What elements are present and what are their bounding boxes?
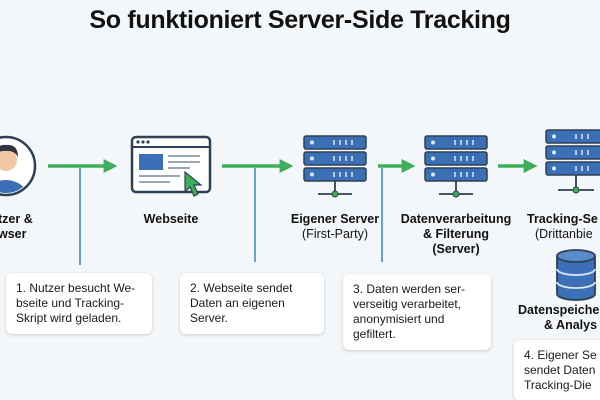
- note-card-1: 1. Nutzer besucht We- bseite und Trackin…: [6, 273, 152, 334]
- user-icon: [0, 135, 37, 197]
- connector-lines: [79, 168, 383, 265]
- browser-window-icon: [130, 135, 212, 197]
- server-icon: [424, 135, 488, 198]
- step-label-data-storage: Datenspeiche & Analys: [518, 303, 600, 332]
- server-icon: [303, 135, 367, 198]
- note-card-4: 4. Eigener Se sendet Daten Tracking-Die: [514, 340, 600, 400]
- page-title: So funktioniert Server-Side Tracking: [89, 6, 511, 34]
- note-card-2: 2. Webseite sendet Daten an eigenen Serv…: [180, 273, 324, 334]
- database-icon: [556, 249, 596, 301]
- step-label-website: Webseite: [143, 212, 199, 226]
- step-label-user: tzer & wser: [0, 212, 33, 241]
- step-label-tracking-service: Tracking-Se (Drittanbie: [527, 212, 598, 241]
- server-icon: [545, 129, 600, 194]
- step-label-own-server: Eigener Server (First-Party): [290, 212, 380, 241]
- step-label-processing: Datenverarbeitung & Filterung (Server): [400, 212, 512, 256]
- note-card-3: 3. Daten werden ser- verseitig verarbeit…: [343, 274, 491, 350]
